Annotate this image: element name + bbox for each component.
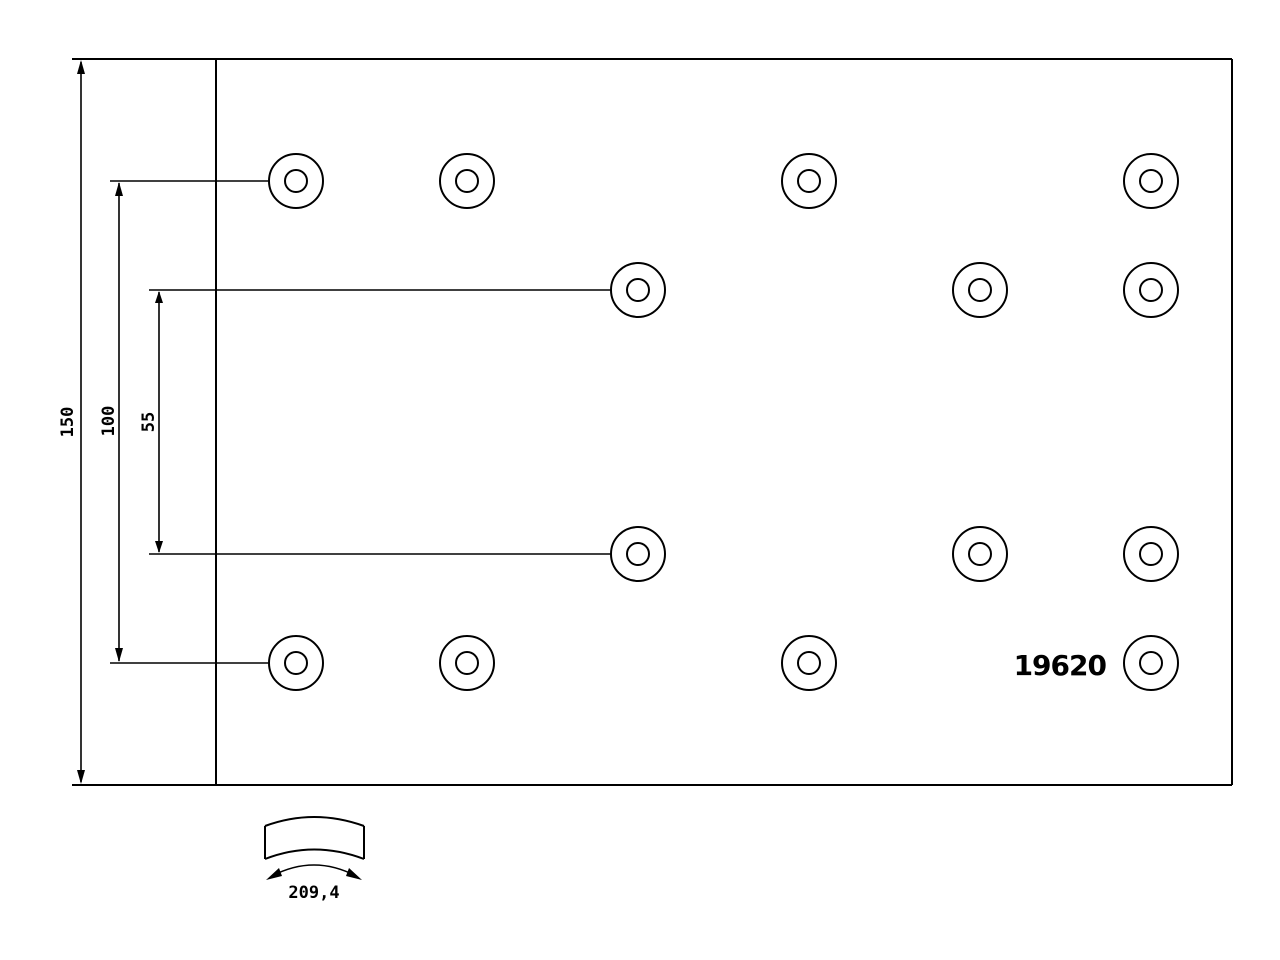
rivet-holes — [268, 153, 1179, 691]
rivet-hole — [1123, 526, 1179, 582]
rivet-hole — [1123, 262, 1179, 318]
dimension-outer-rivet-spacing: 100 — [99, 180, 268, 664]
rivet-hole — [268, 153, 324, 209]
dimension-label-150: 150 — [58, 407, 78, 438]
rivet-hole — [439, 153, 495, 209]
dimension-label-arc-length: 209,4 — [288, 883, 339, 903]
rivet-hole — [610, 262, 666, 318]
arrow-up-icon — [155, 291, 163, 303]
arrow-down-icon — [155, 541, 163, 553]
rivet-hole — [781, 635, 837, 691]
rivet-hole — [439, 635, 495, 691]
dimension-inner-rivet-spacing: 55 — [139, 289, 611, 555]
arrow-down-icon — [115, 648, 123, 662]
dimension-label-100: 100 — [99, 406, 119, 437]
rivet-hole — [268, 635, 324, 691]
arc-dimension-line — [271, 864, 357, 877]
rivet-hole — [1123, 153, 1179, 209]
arc-shape-top — [264, 816, 365, 827]
dimension-overall-height: 150 — [58, 60, 85, 784]
arrow-left-icon — [266, 868, 282, 880]
arc-length-symbol: 209,4 — [264, 816, 365, 903]
rivet-hole — [610, 526, 666, 582]
arc-shape-bottom — [264, 848, 365, 860]
arrow-up-icon — [115, 182, 123, 196]
rivet-hole — [952, 262, 1008, 318]
rivet-hole — [781, 153, 837, 209]
part-number: 19620 — [1014, 649, 1107, 682]
rivet-hole — [952, 526, 1008, 582]
lining-outline — [72, 58, 1233, 786]
rivet-hole — [1123, 635, 1179, 691]
arrow-right-icon — [346, 868, 362, 880]
arrow-down-icon — [77, 770, 85, 784]
dimension-label-55: 55 — [139, 412, 159, 432]
arrow-up-icon — [77, 60, 85, 74]
